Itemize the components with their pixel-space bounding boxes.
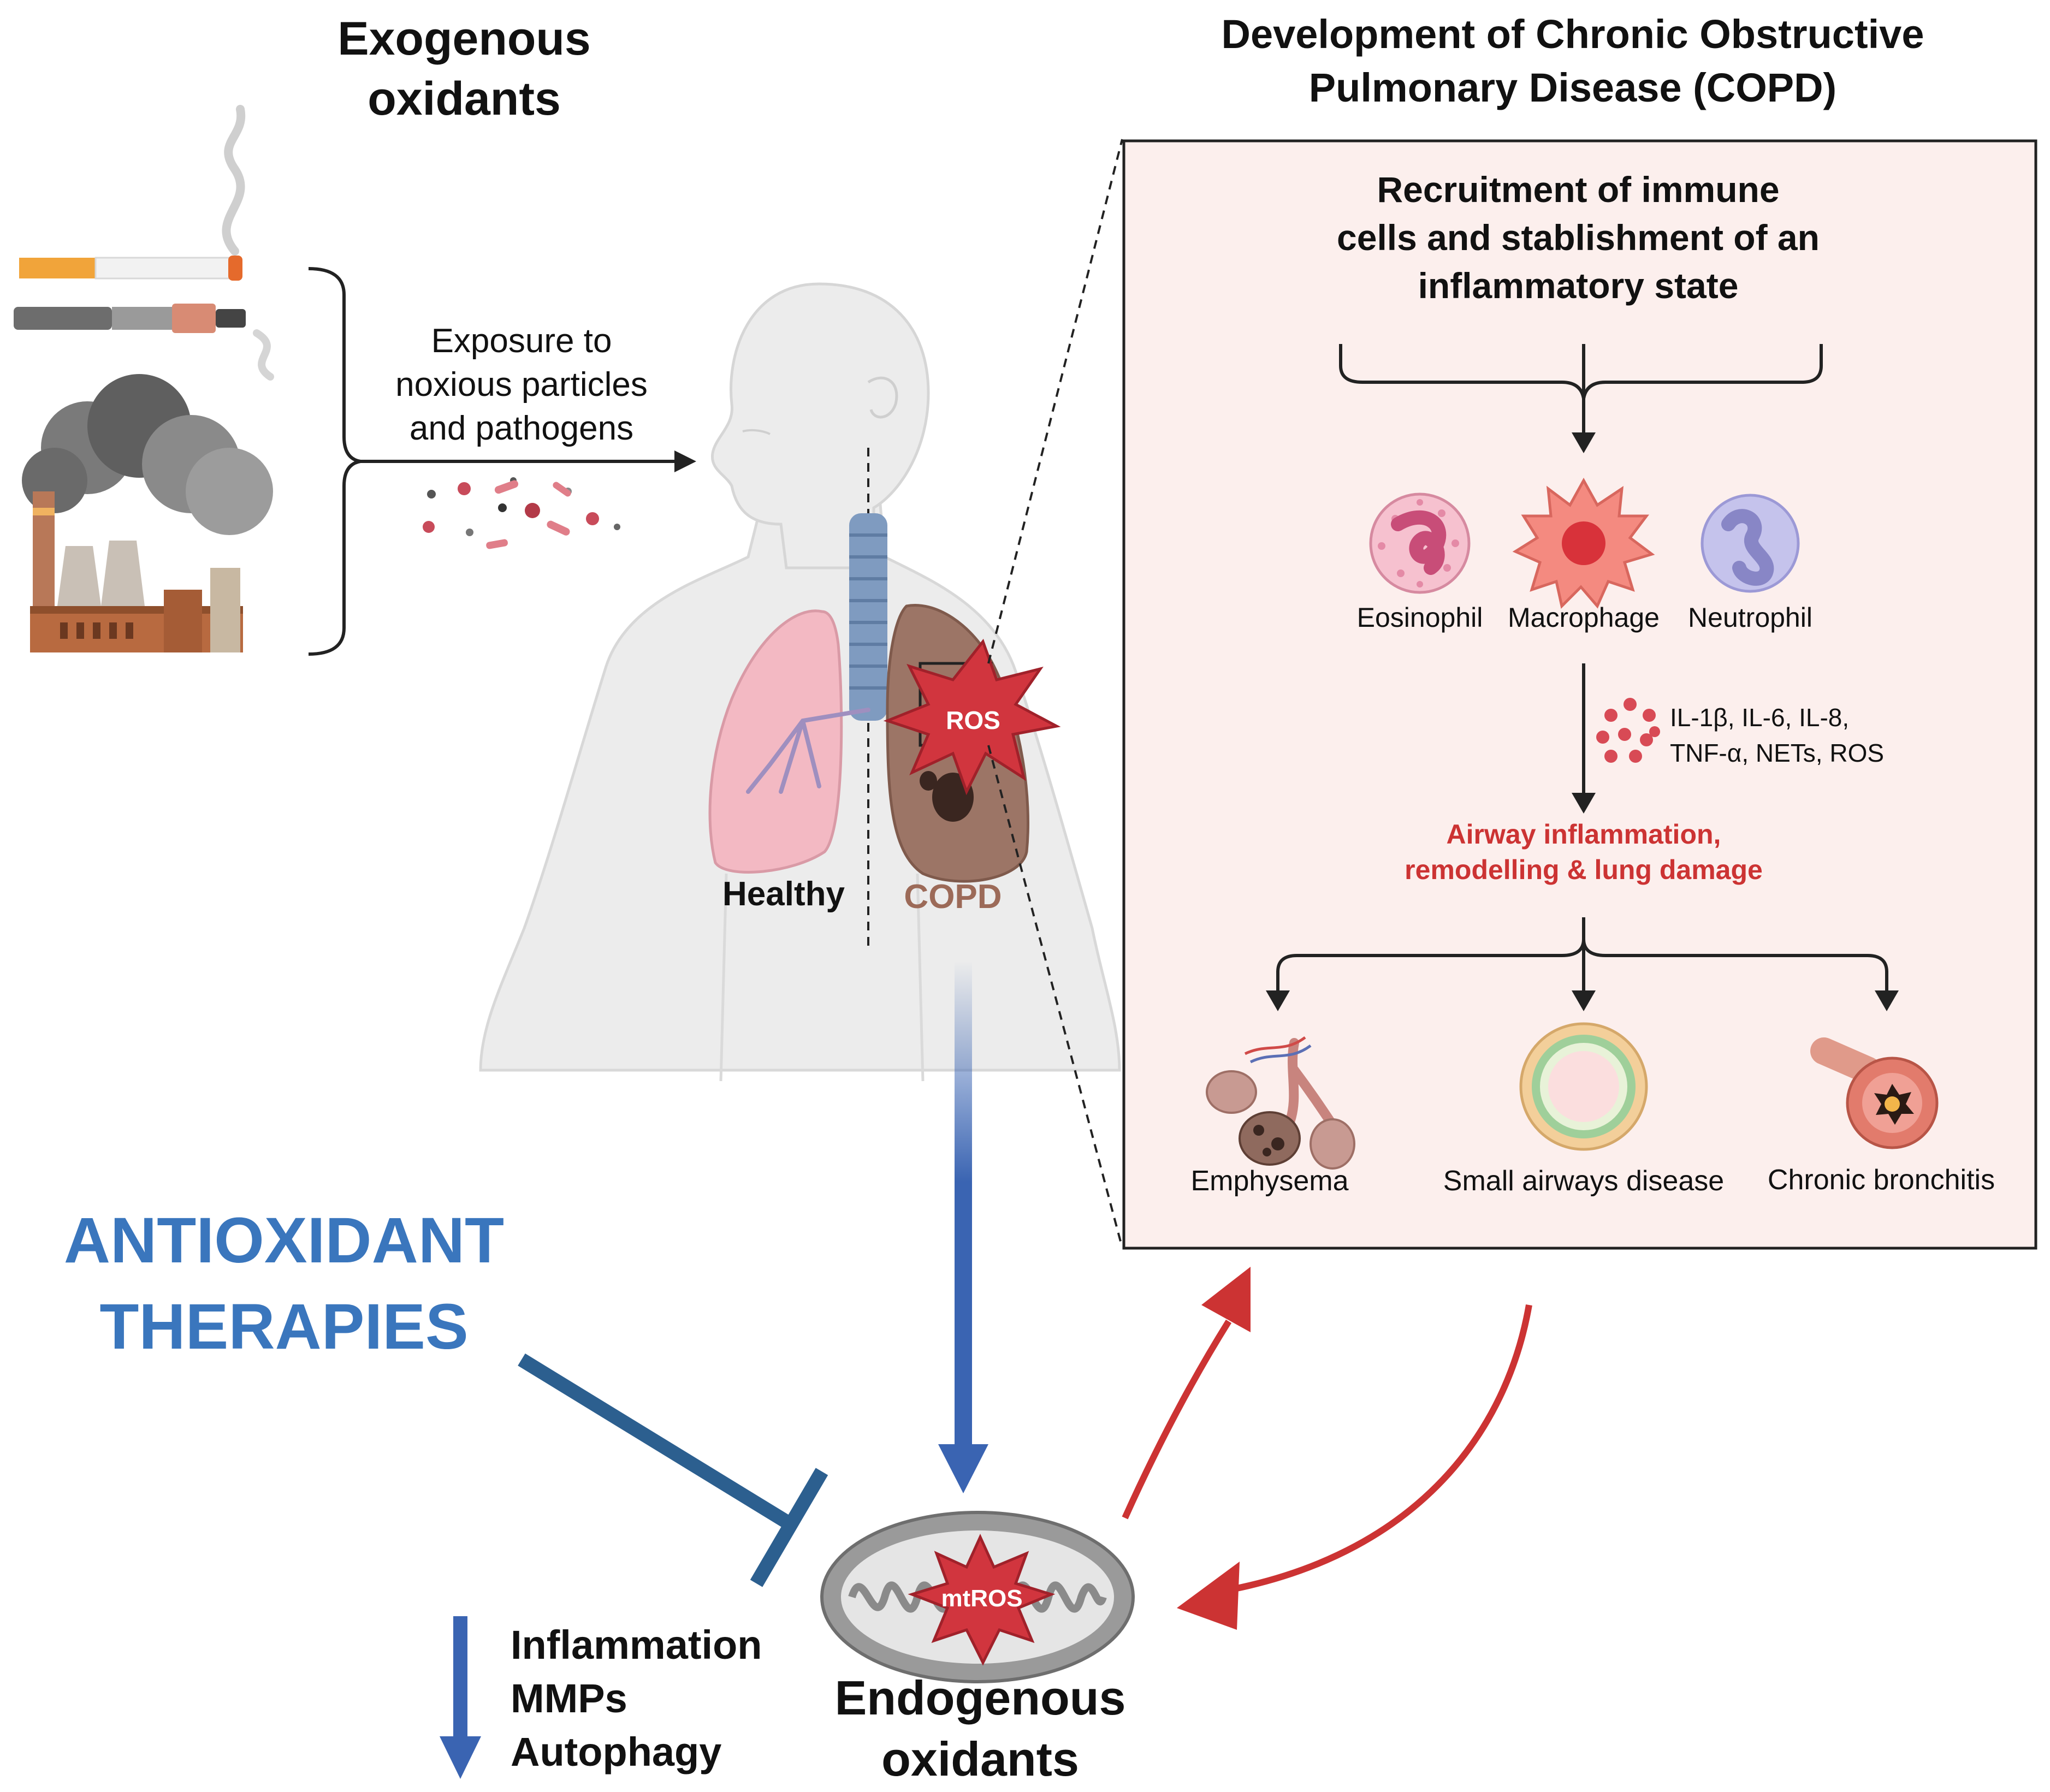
exposure-bracket [308,267,361,656]
chronic-bronchitis-label: Chronic bronchitis [1768,1164,1995,1196]
zoom-line-bottom [987,745,1123,1248]
copd-label: COPD [904,878,1002,916]
exposure-text-3: and pathogens [410,410,633,447]
damage-text-2: remodelling & lung damage [1405,855,1763,885]
outcomes-branch [1276,917,1888,994]
down-arrow-gradient [955,961,972,1452]
neutrophil-icon [1701,494,1800,593]
emphysema-label: Emphysema [1191,1165,1349,1197]
macrophage-icon [1512,477,1655,609]
red-arrow-down-head [1177,1562,1240,1630]
chronic-bronchitis-icon [1810,1037,1939,1149]
inhibition-line [518,1353,793,1530]
ros-burst [883,638,1061,796]
effect-inflammation: Inflammation [511,1622,762,1668]
healthy-label: Healthy [722,875,845,913]
effects-down-arrow [453,1616,467,1742]
mediators-arrow-head [1572,793,1596,814]
copd-title-2: Pulmonary Disease (COPD) [1309,65,1836,110]
neutrophil-label: Neutrophil [1688,602,1812,633]
small-airways-label: Small airways disease [1443,1165,1724,1197]
red-arrow-up-head [1201,1267,1251,1332]
red-arrow-down [1233,1304,1532,1592]
endogenous-title-1: Endogenous [835,1671,1126,1725]
mediators-text-1: IL-1β, IL-6, IL-8, [1670,703,1849,732]
exposure-text-2: noxious particles [395,366,648,404]
exposure-text-1: Exposure to [431,322,612,360]
outcome-arrow-mid [1572,990,1596,1011]
recruit-arrow-head [1572,432,1596,453]
eosinophil-label: Eosinophil [1357,602,1483,633]
mtros-burst [908,1533,1056,1666]
exposure-arrow-head [674,450,696,472]
down-arrow-head [938,1444,988,1493]
therapy-title-2: THERAPIES [99,1291,468,1363]
recruit-title-3: inflammatory state [1418,265,1739,306]
cigarette-icon [19,105,246,281]
exogenous-title-2: oxidants [368,73,561,125]
red-arrow-up [1122,1319,1232,1520]
eosinophil-icon [1369,492,1471,594]
exogenous-title: Exogenous [337,13,591,65]
effect-mmps: MMPs [511,1676,627,1721]
zoom-line-top [987,139,1123,664]
mtros-label: mtROS [941,1585,1022,1612]
ros-label: ROS [946,706,1000,734]
effect-autophagy: Autophagy [511,1729,721,1775]
trachea-icon [849,513,887,721]
outcome-arrow-right [1875,990,1899,1011]
small-airways-icon [1519,1022,1648,1151]
particles-pathogens-icon [423,477,620,549]
inhibition-bar [750,1468,828,1587]
mediators-text-2: TNF-α, NETs, ROS [1670,739,1884,767]
cytokine-dots [1596,698,1660,763]
effects-down-arrow-head [440,1736,481,1779]
endogenous-title-2: oxidants [881,1732,1079,1786]
damage-text-1: Airway inflammation, [1447,819,1721,850]
copd-title: Development of Chronic Obstructive [1222,11,1924,57]
healthy-lung [708,609,843,874]
recruit-title-1: Recruitment of immune [1377,169,1779,210]
macrophage-label: Macrophage [1508,602,1660,633]
therapy-title-1: ANTIOXIDANT [64,1204,504,1277]
recruit-title-2: cells and stablishment of an [1337,217,1820,258]
e-cigarette-icon [14,304,274,381]
emphysema-icon [1206,1036,1355,1170]
outcome-arrow-left [1266,990,1290,1011]
factory-icon [22,374,273,652]
